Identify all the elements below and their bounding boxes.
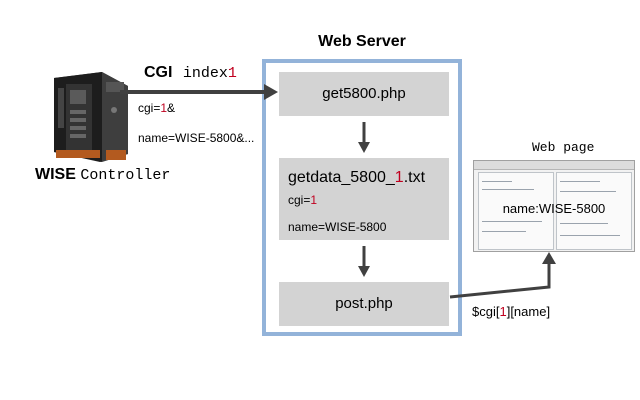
- wp-line-6: [560, 191, 616, 192]
- cgi-param-prefix: cgi=: [138, 101, 161, 115]
- cgi-index-label: CGI index1: [144, 64, 237, 82]
- post-var-num: 1: [499, 304, 507, 319]
- post-label: post.php: [335, 295, 393, 312]
- arrow-box1-to-box2-head: [358, 142, 370, 153]
- web-page-left-panel: [478, 172, 554, 250]
- post-var-suffix: ][name]: [506, 304, 551, 319]
- cgi-param-line: cgi=1&: [138, 101, 175, 115]
- post-box: post.php: [279, 282, 449, 326]
- wp-line-8: [560, 235, 620, 236]
- cgi-param-suffix: &: [167, 101, 176, 115]
- wise-controller-device-icon: [54, 72, 128, 162]
- cgi-label: CGI: [144, 64, 173, 81]
- cgi-param-num: 1: [160, 101, 168, 115]
- getdata-cgi-prefix: cgi=: [288, 193, 311, 207]
- wp-line-1: [482, 181, 512, 182]
- arrow-box2-to-box3-head: [358, 266, 370, 277]
- wp-line-4: [482, 231, 526, 232]
- name-param-line: name=WISE-5800&...: [138, 131, 255, 145]
- web-server-title: Web Server: [318, 33, 406, 50]
- index-num: 1: [227, 65, 237, 82]
- arrow-post-to-webpage-head: [542, 252, 556, 264]
- getdata-prefix: getdata_5800_: [288, 169, 395, 186]
- getdata-name-line: name=WISE-5800: [288, 220, 387, 234]
- arrow-controller-to-server-head: [264, 84, 278, 100]
- get5800-label: get5800.php: [322, 85, 406, 102]
- post-variable-label: $cgi[1][name]: [472, 304, 550, 319]
- arrow-post-to-webpage: [449, 262, 551, 299]
- wp-line-7: [560, 223, 608, 224]
- web-page-title: Web page: [532, 140, 595, 155]
- wp-line-2: [482, 189, 534, 190]
- getdata-cgi-line: cgi=1: [288, 193, 317, 207]
- getdata-cgi-num: 1: [310, 193, 318, 207]
- post-var-prefix: $cgi[: [472, 304, 500, 319]
- web-server-frame: [262, 59, 462, 336]
- web-page-thumbnail: name:WISE-5800: [473, 160, 635, 252]
- getdata-filename: getdata_5800_1.txt: [288, 169, 425, 187]
- index-prefix: index: [182, 65, 228, 82]
- get5800-box: get5800.php: [279, 72, 449, 116]
- web-page-overlay-text: name:WISE-5800: [502, 201, 606, 216]
- web-page-right-panel: [556, 172, 632, 250]
- wp-line-3: [482, 221, 542, 222]
- web-page-header-bar: [474, 161, 634, 170]
- wise-controller-label: WISE Controller: [35, 166, 170, 184]
- controller-label: Controller: [80, 167, 171, 184]
- getdata-suffix: .txt: [403, 169, 426, 186]
- getdata-index: 1: [394, 169, 404, 186]
- getdata-box: getdata_5800_1.txt cgi=1 name=WISE-5800: [279, 158, 449, 240]
- wise-label: WISE: [35, 166, 76, 183]
- wp-line-5: [560, 181, 600, 182]
